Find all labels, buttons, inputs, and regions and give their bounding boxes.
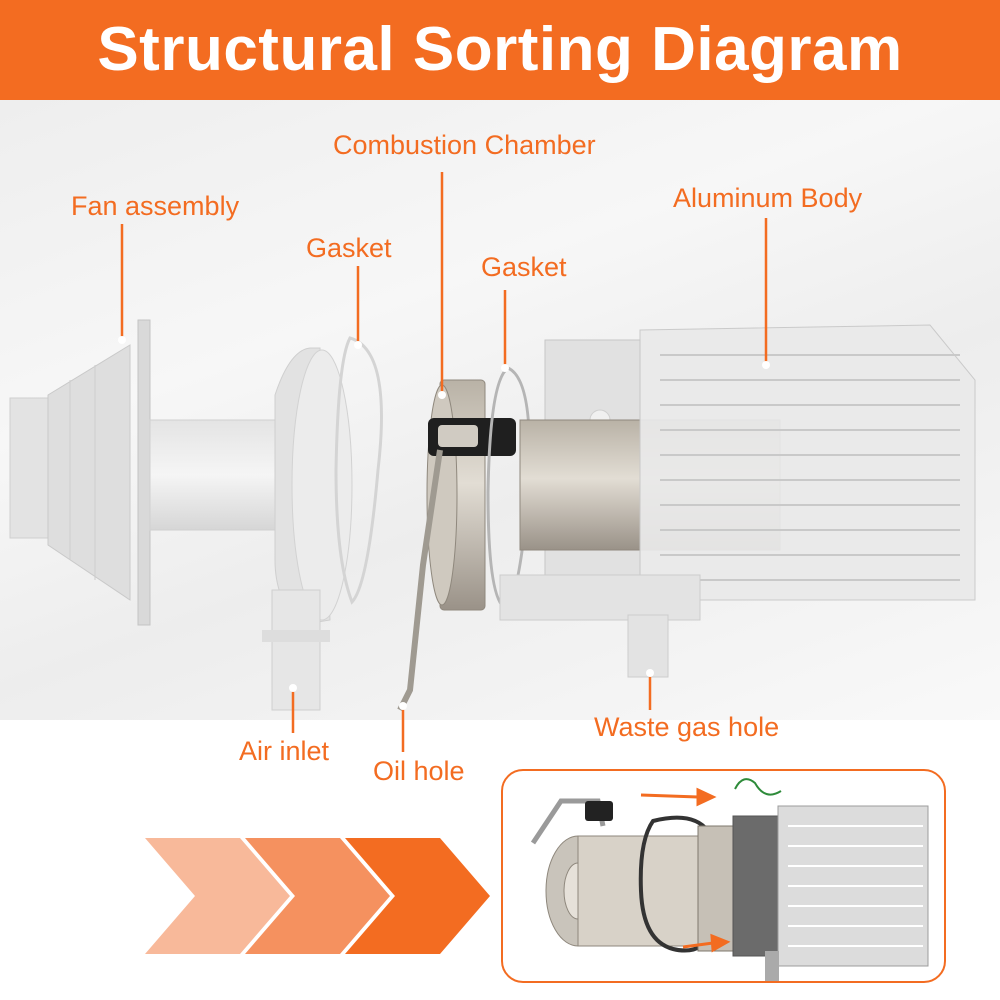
label-air-inlet: Air inlet <box>239 736 330 766</box>
assembled-heater-illustration <box>530 778 929 981</box>
chevron-dark-icon <box>345 838 490 954</box>
chevron-mid-icon <box>245 838 390 954</box>
leader-lines <box>118 172 770 752</box>
label-aluminum-body: Aluminum Body <box>673 183 863 213</box>
combustion-chamber-part <box>397 379 516 712</box>
assembled-heater-inset <box>501 769 946 983</box>
assembly-direction-arrows <box>640 787 731 953</box>
page-title: Structural Sorting Diagram <box>97 15 903 84</box>
label-oil-hole: Oil hole <box>373 756 465 786</box>
cooling-fins <box>660 354 960 581</box>
label-combustion-chamber: Combustion Chamber <box>333 130 596 160</box>
title-banner: Structural Sorting Diagram <box>0 0 1000 100</box>
label-gasket-right: Gasket <box>481 252 567 282</box>
chevron-arrows <box>145 838 490 954</box>
chevron-light-icon <box>145 838 290 954</box>
aluminum-body-part <box>499 324 976 678</box>
label-fan-assembly: Fan assembly <box>71 191 240 221</box>
gasket-left-part <box>334 336 383 605</box>
label-gasket-left: Gasket <box>306 233 392 263</box>
label-waste-gas-hole: Waste gas hole <box>594 712 780 742</box>
fan-assembly-part <box>9 319 281 626</box>
